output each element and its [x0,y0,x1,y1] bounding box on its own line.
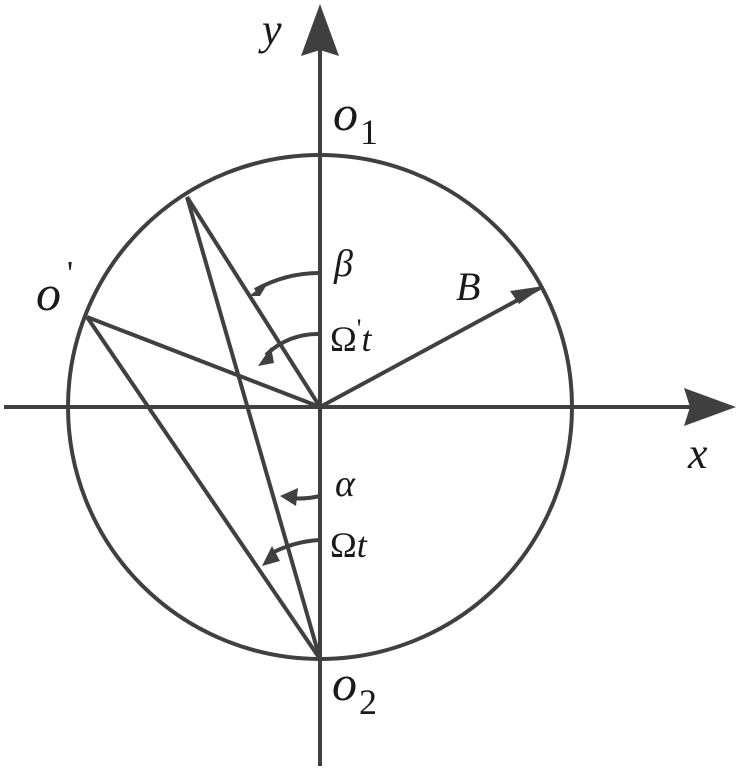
label-alpha: α [335,463,356,505]
arc-beta-arrow-icon [249,281,269,296]
label-vector-b: B [456,264,480,309]
line-p-to-o2 [185,196,322,660]
label-omega-t: Ωt [330,525,368,565]
y-axis-label: y [258,5,282,54]
label-o1: o1 [333,85,378,152]
line-oprime-to-center [86,315,321,409]
x-axis-label: x [687,429,708,478]
label-o-prime: o' [36,255,73,321]
vector-b-arrowhead-icon [510,286,544,304]
arc-omega-prime-t-arrow-icon [258,347,274,366]
vector-b [319,286,541,409]
label-o2: o2 [332,655,377,722]
label-beta: β [333,243,353,285]
x-axis-arrow-icon [684,388,736,426]
label-omega-prime-t: Ω't [330,314,372,359]
arc-omega-t-arrow-icon [262,546,280,566]
line-oprime-to-o2 [85,315,322,661]
arc-alpha-arrow-icon [280,488,298,506]
arc-omega-t [269,538,321,556]
arc-beta [254,270,321,292]
line-p-to-center [185,195,322,409]
y-axis-arrow-icon [301,4,339,56]
